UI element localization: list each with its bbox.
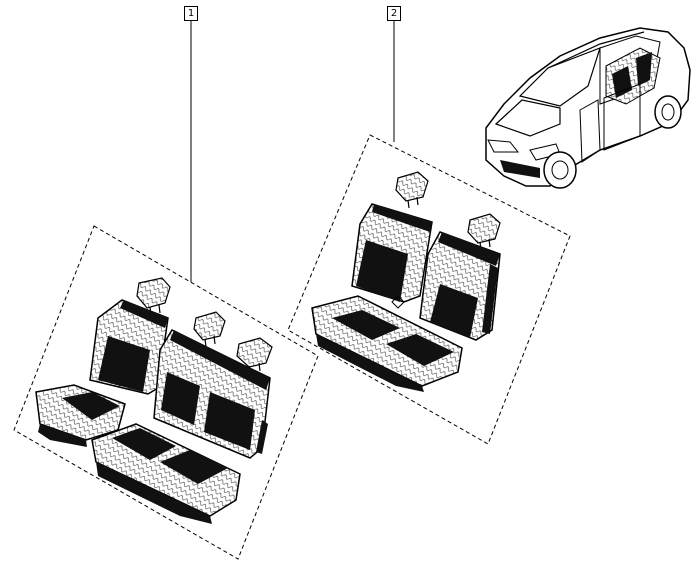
backrest-split-left [351, 203, 433, 309]
backrest-split-right [419, 231, 501, 341]
seat-cushion-left [35, 384, 126, 447]
group-1-dashed-frame [13, 225, 319, 560]
seat-cushion-center-right [91, 423, 241, 524]
group-2-dashed-frame [287, 134, 571, 445]
seat-cushion-split [311, 295, 463, 392]
split-seat-assembly [311, 171, 501, 392]
headrest-center [193, 311, 226, 348]
backrest-left [89, 299, 169, 395]
headrest-upper-left [395, 171, 429, 209]
backrest-center-right [153, 329, 271, 459]
headrest-left [136, 277, 171, 316]
headrest-upper-right [467, 213, 501, 251]
callout-1: 1 [184, 6, 198, 21]
callout-2: 2 [387, 6, 401, 21]
vehicle-location-illustration [485, 27, 691, 189]
rear-bench-seat-assembly [35, 277, 273, 524]
